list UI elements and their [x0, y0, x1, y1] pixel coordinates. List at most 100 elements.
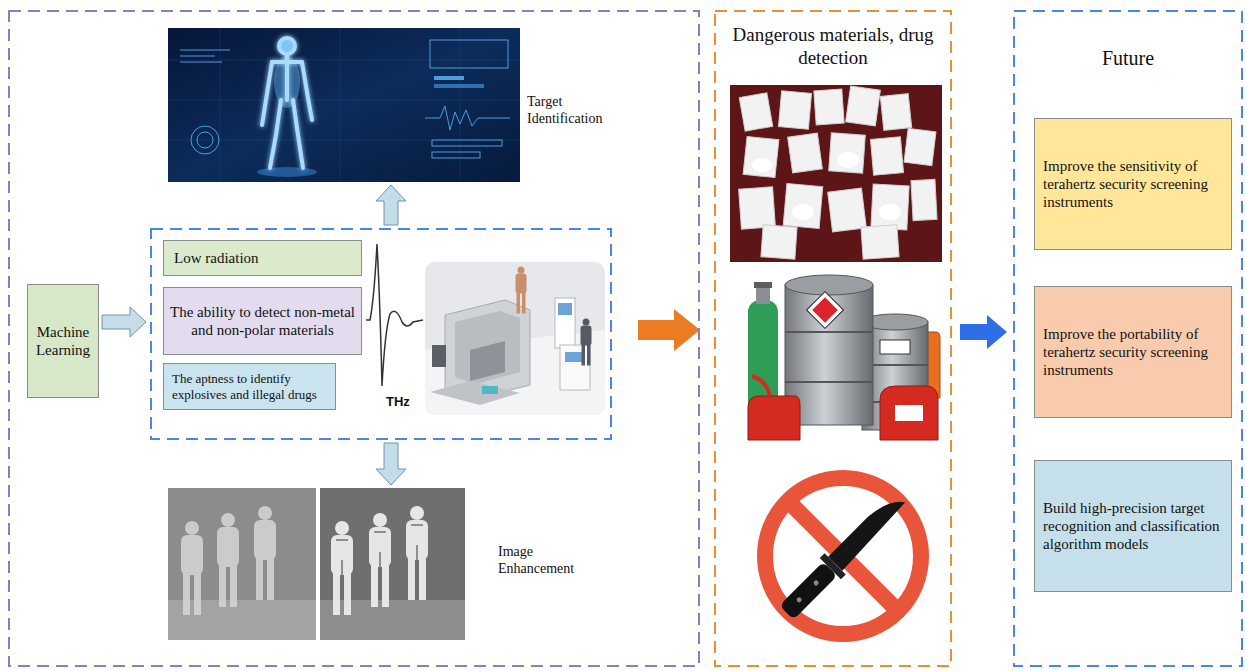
prohibited-knife-image-part-part [813, 579, 820, 586]
prohibited-knife-image-part [765, 478, 921, 634]
region-panel: FutureImprove the sensitivity of teraher… [1013, 10, 1243, 667]
box-label: Low radiation [174, 249, 259, 267]
drug-bags-image-part-part [761, 225, 797, 259]
target-identification-image-part-part [180, 50, 230, 62]
image-enhancement-image-part [316, 488, 320, 640]
hazard-containers-image-part [812, 297, 837, 322]
target-identification-image-part-part [425, 106, 510, 130]
hazard-containers-image-part [785, 275, 873, 295]
image-enhancement-image [168, 488, 465, 640]
drug-bags-image-part-part [814, 89, 844, 125]
drug-bags-image-part-part [837, 152, 859, 168]
future-box: Build high-precision target recognition … [1034, 460, 1232, 592]
target-identification-image-part [180, 40, 510, 158]
hazard-containers-image-part [785, 332, 873, 382]
hazard-containers-image-part [880, 340, 910, 354]
security-scanner-image-part [560, 345, 590, 390]
box-label: Improve the sensitivity of terahertz sec… [1043, 157, 1223, 211]
target-identification-image-part-part [432, 140, 502, 146]
image-enhancement-image-part [336, 525, 423, 575]
drug-bags-image-part-part [829, 133, 866, 173]
image-panel: Target Identification [168, 28, 520, 182]
image-enhancement-image-part [181, 506, 276, 615]
drug-bags-image-part-part [778, 91, 811, 129]
drug-bags-image-part-part [871, 184, 909, 230]
drug-bags-image-part-part [783, 184, 823, 229]
future-box: Improve the sensitivity of terahertz sec… [1034, 118, 1232, 250]
security-scanner-image-part [470, 341, 505, 381]
prohibited-knife-image-part-part [828, 491, 908, 571]
thz-pulse-part [366, 244, 423, 386]
target-identification-image-part-part [191, 126, 219, 154]
drug-bags-image-part-part [739, 93, 772, 131]
region-title: Dangerous materials, drug detection [714, 10, 952, 70]
dashed-border [9, 11, 699, 666]
prohibited-knife-image-part-part [796, 596, 803, 603]
hazard-containers-image-part [748, 396, 800, 440]
image-enhancement-image-part [168, 600, 316, 640]
block-arrow [376, 443, 406, 485]
drug-bags-image-part-part [879, 204, 901, 220]
security-scanner-image-part [555, 298, 575, 348]
target-identification-image-part-part [272, 60, 302, 64]
block-arrow [638, 309, 700, 351]
future-box: Improve the portability of terahertz sec… [1034, 286, 1232, 418]
hazard-containers-image-part [880, 386, 938, 440]
box-label: Build high-precision target recognition … [1043, 499, 1223, 553]
dashed-outline [714, 10, 952, 667]
drug-bags-image-part-part [846, 86, 881, 126]
target-identification-image-part [434, 84, 484, 88]
drug-bags-image-part-part [743, 136, 779, 177]
feature-group: THz Low radiationThe ability to detect no… [150, 228, 612, 440]
drug-bags-image-part-part [752, 158, 772, 172]
region-panel: Target IdentificationMachine LearningTHz… [8, 10, 700, 667]
drug-bags-image [730, 85, 942, 262]
dashed-border [715, 11, 951, 666]
target-identification-image [168, 28, 520, 182]
hazard-containers-image-part [752, 376, 770, 396]
security-scanner-image-part [558, 303, 572, 315]
target-identification-image-part [434, 76, 464, 80]
dashed-border [1014, 11, 1242, 666]
box-label: Improve the portability of terahertz sec… [1043, 325, 1223, 379]
target-identification-image-part-part [432, 152, 480, 158]
dashed-border [151, 229, 611, 439]
input-box: Machine Learning [27, 284, 99, 398]
wave-label: THz [386, 394, 426, 410]
drug-bags-image-part-part [880, 94, 911, 131]
image-caption: Target Identification [527, 94, 617, 128]
drug-bags-image-part-part [861, 225, 899, 259]
hazard-containers-image-part [756, 287, 770, 304]
image-enhancement-image-part-part [181, 521, 203, 615]
target-identification-image-part-part [302, 62, 312, 120]
prohibited-knife-image-part [776, 487, 912, 623]
security-scanner-image-part [581, 319, 592, 366]
drug-bags-image-part-part [739, 187, 776, 229]
prohibited-knife-image-part-part [779, 562, 837, 620]
target-identification-image-part-part [262, 62, 272, 125]
thz-pulse [366, 244, 423, 386]
drug-bags-image-part-part [904, 128, 936, 165]
drug-bags-image-part-part [828, 188, 867, 232]
image-enhancement-image-part [168, 488, 316, 640]
target-identification-image-part-part [270, 100, 281, 168]
image-caption: Image Enhancement [498, 544, 588, 578]
region-title: Future [1013, 10, 1243, 70]
security-scanner-image-part [430, 381, 520, 405]
drug-bags-image-part-part [788, 133, 823, 173]
drug-bags-image-part [730, 85, 942, 262]
hazard-containers-image-part [807, 292, 844, 329]
security-scanner-image-part [455, 311, 520, 384]
target-identification-image-part [262, 38, 312, 168]
target-identification-image-part [168, 28, 520, 182]
box-label: The aptness to identify explosives and i… [172, 371, 327, 402]
target-identification-image-part-part [293, 100, 303, 168]
feature-box: The ability to detect non-metal and non-… [163, 287, 362, 355]
image-enhancement-image-part-part [254, 506, 276, 600]
security-scanner-image-part [432, 345, 446, 367]
image-enhancement-image-part-part [217, 513, 239, 607]
image-enhancement-image-part [320, 488, 465, 640]
hazard-containers-image-part [895, 405, 923, 421]
feature-box: Low radiation [163, 240, 362, 276]
drug-bags-image-part-part [792, 204, 814, 220]
